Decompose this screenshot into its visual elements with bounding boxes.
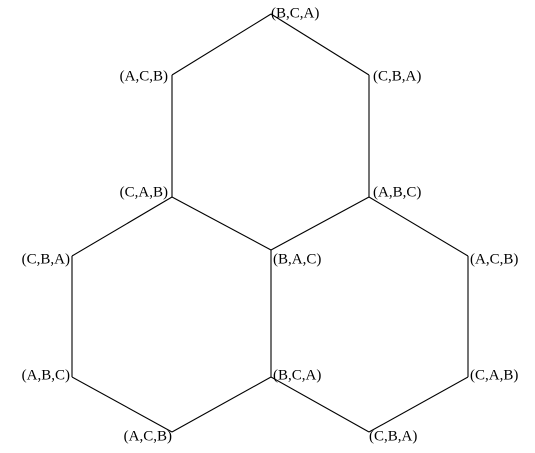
vertex-label-center-lower: (B,C,A) (273, 367, 321, 383)
vertex-label-center: (B,A,C) (273, 251, 321, 267)
vertex-label-top: (B,C,A) (271, 5, 319, 21)
labels-layer: (B,C,A) (A,C,B) (C,B,A) (C,A,B) (A,B,C) (B,A,… (22, 5, 519, 444)
vertex-label-mid-left: (C,A,B) (120, 184, 168, 200)
vertex-label-mid-right: (A,B,C) (373, 184, 421, 200)
edge-mid-right-far-right-upper (368, 196, 469, 257)
vertex-label-far-right-upper: (A,C,B) (470, 251, 518, 267)
vertex-label-far-left-upper: (C,B,A) (22, 251, 70, 267)
edge-mid-left-center (171, 196, 272, 251)
edges-layer (71, 13, 469, 433)
edge-mid-right-center (270, 196, 370, 251)
vertex-label-upper-left: (A,C,B) (120, 68, 168, 84)
vertex-label-far-right-lower: (C,A,B) (470, 367, 518, 383)
edge-top-upper-left (171, 13, 272, 76)
vertex-label-upper-right: (C,B,A) (373, 68, 421, 84)
vertex-label-bottom-right: (C,B,A) (369, 428, 417, 444)
edge-bottom-right-center-lower (270, 376, 370, 433)
edge-mid-left-far-left-upper (71, 196, 173, 257)
vertex-label-bottom-left: (A,C,B) (124, 428, 172, 444)
edge-far-right-lower-bottom-right (368, 376, 469, 433)
edge-bottom-left-center-lower (171, 376, 272, 433)
edge-top-upper-right (270, 13, 370, 76)
vertex-label-far-left-lower: (A,B,C) (22, 367, 70, 383)
edge-far-left-lower-bottom-left (71, 376, 173, 433)
